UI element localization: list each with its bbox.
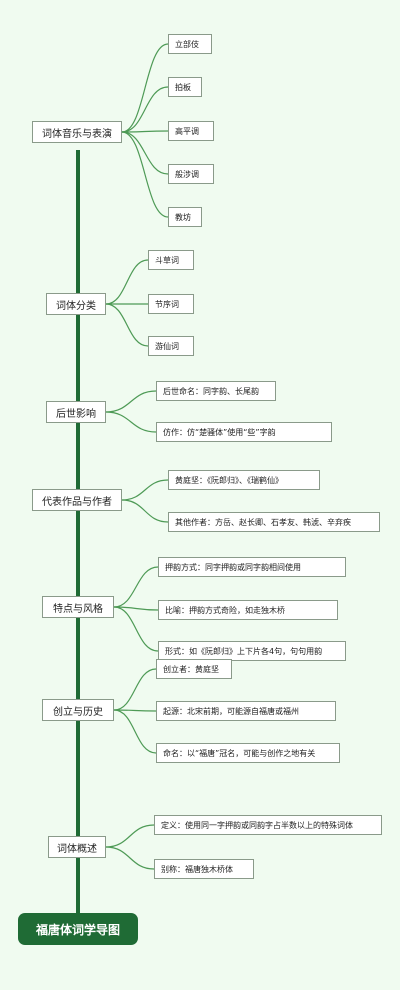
leaf-other-authors[interactable]: 其他作者：方岳、赵长卿、石孝友、韩淲、辛弃疾 (168, 512, 380, 532)
leaf-definition[interactable]: 定义：使用同一字押韵或同韵字占半数以上的特殊词体 (154, 815, 382, 835)
leaf-youxianci[interactable]: 游仙词 (148, 336, 194, 356)
leaf-form[interactable]: 形式：如《阮郎归》上下片各4句，句句用韵 (158, 641, 346, 661)
leaf-founder[interactable]: 创立者：黄庭坚 (156, 659, 232, 679)
link-curve (113, 606, 159, 611)
branch-works-authors[interactable]: 代表作品与作者 (32, 489, 122, 511)
leaf-later-naming[interactable]: 后世命名：同字韵、长尾韵 (156, 381, 276, 401)
link-curve (121, 479, 169, 501)
branch-music-performance[interactable]: 词体音乐与表演 (32, 121, 122, 143)
leaf-paiban[interactable]: 拍板 (168, 77, 202, 97)
link-curve (121, 131, 169, 175)
leaf-naming[interactable]: 命名：以“福唐”冠名，可能与创作之地有关 (156, 743, 340, 763)
link-curve (121, 43, 169, 133)
leaf-rhyme-method[interactable]: 押韵方式：同字押韵或同字韵相间使用 (158, 557, 346, 577)
link-curve (113, 709, 157, 754)
link-curve (113, 709, 157, 712)
leaf-imitation[interactable]: 仿作：仿“楚骚体”使用“些”字韵 (156, 422, 332, 442)
leaf-banshediao[interactable]: 般涉调 (168, 164, 214, 184)
leaf-metaphor[interactable]: 比喻：押韵方式奇险，如走独木桥 (158, 600, 338, 620)
leaf-jiaofang[interactable]: 教坊 (168, 207, 202, 227)
leaf-gaopingdiao[interactable]: 高平调 (168, 121, 214, 141)
link-curve (105, 259, 149, 305)
link-curve (113, 606, 159, 652)
link-curve (105, 411, 157, 433)
link-curve (121, 131, 169, 218)
branch-influence[interactable]: 后世影响 (46, 401, 106, 423)
branch-features-style[interactable]: 特点与风格 (42, 596, 114, 618)
branch-classification[interactable]: 词体分类 (46, 293, 106, 315)
link-curve (105, 390, 157, 413)
link-curve (105, 303, 149, 347)
leaf-huang-tingjian-works[interactable]: 黄庭坚：《阮郎归》、《瑞鹤仙》 (168, 470, 320, 490)
link-curve (105, 846, 155, 870)
branch-founding-history[interactable]: 创立与历史 (42, 699, 114, 721)
leaf-origin[interactable]: 起源：北宋前期，可能源自福唐或福州 (156, 701, 336, 721)
leaf-jiexuci[interactable]: 节序词 (148, 294, 194, 314)
leaf-doucaoci[interactable]: 斗草词 (148, 250, 194, 270)
link-curve (121, 86, 169, 133)
link-curve (113, 668, 157, 711)
leaf-alias[interactable]: 别称：福唐独木桥体 (154, 859, 254, 879)
link-curve (105, 824, 155, 848)
link-curve (113, 566, 159, 608)
link-curve (121, 499, 169, 523)
link-curve (121, 130, 169, 133)
leaf-libuji[interactable]: 立部伎 (168, 34, 212, 54)
branch-overview[interactable]: 词体概述 (48, 836, 106, 858)
root-node[interactable]: 福唐体词学导图 (18, 913, 138, 945)
